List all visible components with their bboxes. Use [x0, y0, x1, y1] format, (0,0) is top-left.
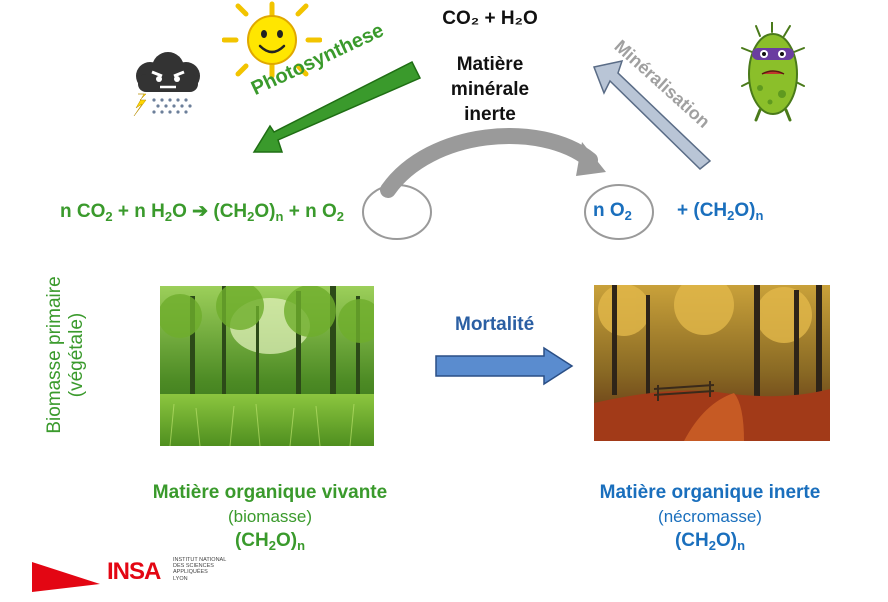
photosynthesis-arrow	[252, 60, 422, 153]
insa-logo-triangle	[32, 562, 100, 592]
oxygen-right-label: n O2	[593, 200, 632, 223]
sun-icon	[222, 1, 322, 79]
insa-logo-text: INSA	[107, 558, 161, 585]
photosynthesis-equation: n CO2 + n H2O ➔ (CH2O)n + n O2	[60, 201, 345, 224]
primary-biomass-label: Biomasse primaire (végétale)	[44, 276, 87, 434]
insa-logo-subtitle: INSTITUT NATIONAL DES SCIENCES APPLIQUÉE…	[173, 557, 227, 582]
top-formula: CO₂ + H₂O	[442, 8, 538, 29]
living-forest-image	[160, 286, 374, 446]
oxygen-flow-arrow	[380, 128, 606, 198]
microbe-icon	[741, 22, 805, 122]
dead-forest-image	[594, 285, 830, 441]
organic-matter-right-formula: + (CH2O)n	[677, 200, 764, 223]
oxygen-circle-left	[362, 184, 432, 240]
storm-cloud-icon	[133, 52, 200, 117]
living-organic-matter-caption: Matière organique vivante (biomasse) (CH…	[152, 482, 388, 553]
mineral-matter-label: Matière minérale inerte	[450, 54, 530, 125]
mineralisation-arrow	[592, 59, 712, 171]
inert-organic-matter-caption: Matière organique inerte (nécromasse) (C…	[599, 482, 821, 553]
oxygen-circle-right	[584, 184, 654, 240]
mortality-label: Mortalité	[455, 314, 535, 335]
mortality-arrow	[435, 346, 574, 386]
